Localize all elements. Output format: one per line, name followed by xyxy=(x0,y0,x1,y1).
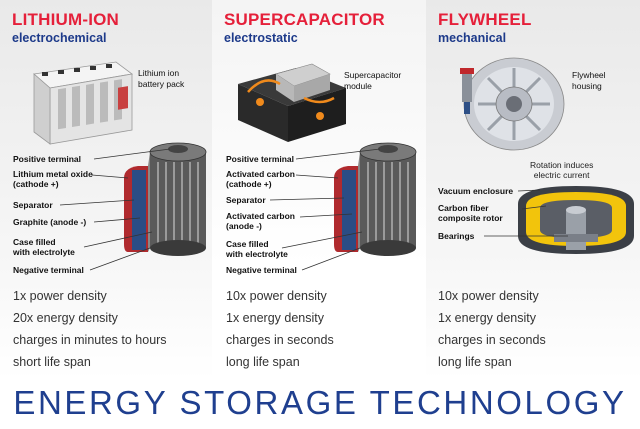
supercapacitor-cell-cutaway xyxy=(334,142,417,256)
fw-part-vacuum-enclosure: Vacuum enclosure xyxy=(438,186,514,196)
li-part-separator: Separator xyxy=(13,200,53,210)
supercapacitor-title: SUPERCAPACITOR xyxy=(224,10,385,29)
fw-stat-power: 10x power density xyxy=(438,289,539,303)
flywheel-column: FLYWHEEL mechanical Flywheel housing Rot… xyxy=(426,0,640,380)
fw-part-rotor: Carbon fiber composite rotor xyxy=(438,203,503,223)
sc-stat-life: long life span xyxy=(226,355,300,369)
banner-title: ENERGY STORAGE TECHNOLOGY xyxy=(13,384,627,421)
li-part-negative-terminal: Negative terminal xyxy=(13,265,84,275)
li-part-anode: Graphite (anode -) xyxy=(13,217,87,227)
fw-stat-charge: charges in seconds xyxy=(438,333,546,347)
rotation-note: Rotation induces electric current xyxy=(530,160,594,180)
fw-stat-life: long life span xyxy=(438,355,512,369)
flywheel-rotor-cutaway xyxy=(518,186,634,254)
supercapacitor-module-label: Supercapacitor module xyxy=(344,70,402,91)
sc-part-cathode: Activated carbon (cathode +) xyxy=(226,169,295,189)
sc-part-separator: Separator xyxy=(226,195,266,205)
battery-pack-illustration xyxy=(33,61,133,145)
sc-part-positive-terminal: Positive terminal xyxy=(226,154,295,164)
li-part-cathode: Lithium metal oxide (cathode +) xyxy=(13,169,93,189)
lithium-ion-subtitle: electrochemical xyxy=(12,31,107,45)
sc-part-anode: Activated carbon (anode -) xyxy=(226,211,295,231)
li-stat-power: 1x power density xyxy=(13,289,107,303)
sc-stat-energy: 1x energy density xyxy=(226,311,324,325)
lithium-leader-lines xyxy=(59,148,171,271)
supercapacitor-leader-lines xyxy=(269,148,381,271)
flywheel-housing-illustration xyxy=(460,57,565,151)
sc-stat-power: 10x power density xyxy=(226,289,327,303)
lithium-ion-column: LITHIUM-ION electrochemical Lithium ion … xyxy=(0,0,212,380)
li-part-case: Case filled with electrolyte xyxy=(13,237,75,257)
sc-part-negative-terminal: Negative terminal xyxy=(226,265,297,275)
li-stat-energy: 20x energy density xyxy=(13,311,118,325)
li-part-positive-terminal: Positive terminal xyxy=(13,154,82,164)
supercapacitor-module-illustration xyxy=(238,63,346,142)
lithium-cell-cutaway xyxy=(124,142,207,256)
flywheel-leader-lines xyxy=(484,189,568,237)
li-stat-life: short life span xyxy=(13,355,91,369)
supercapacitor-subtitle: electrostatic xyxy=(224,31,298,45)
battery-pack-label: Lithium ion battery pack xyxy=(138,68,185,89)
supercapacitor-column: SUPERCAPACITOR electrostatic Supercapaci… xyxy=(212,0,426,380)
flywheel-housing-label: Flywheel housing xyxy=(572,70,606,91)
fw-stat-energy: 1x energy density xyxy=(438,311,536,325)
sc-part-case: Case filled with electrolyte xyxy=(226,239,288,259)
sc-stat-charge: charges in seconds xyxy=(226,333,334,347)
li-stat-charge: charges in minutes to hours xyxy=(13,333,167,347)
fw-part-bearings: Bearings xyxy=(438,231,475,241)
flywheel-subtitle: mechanical xyxy=(438,31,507,45)
lithium-ion-title: LITHIUM-ION xyxy=(12,10,120,29)
flywheel-title: FLYWHEEL xyxy=(438,10,532,29)
